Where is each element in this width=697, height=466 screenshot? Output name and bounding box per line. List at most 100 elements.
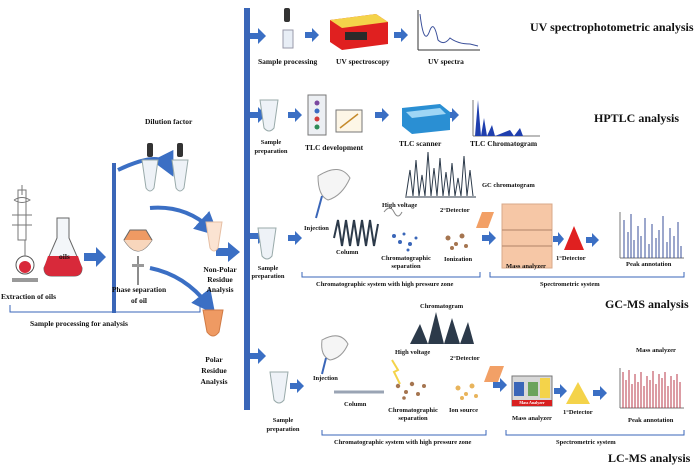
- lc-sample-tube: [269, 371, 289, 404]
- tlc-spots: [314, 100, 320, 130]
- nonpolar-label-1: Non-Polar: [203, 265, 237, 274]
- lc-peak-annotation-plot: [619, 368, 684, 409]
- polar-label-1: Polar: [205, 355, 223, 364]
- gc-high-voltage-wave: [383, 207, 403, 217]
- hptlc-sample-2: preparation: [254, 148, 288, 155]
- uv-spectrometer: [330, 14, 388, 50]
- uv-spectra-plot: [417, 10, 480, 51]
- gc-chromatogram-plot: [405, 151, 476, 198]
- polar-tube: [202, 309, 224, 337]
- gcms-title: GC-MS analysis: [605, 297, 689, 311]
- extraction-apparatus: [12, 185, 38, 282]
- curve-arrow-dilution: [117, 149, 174, 177]
- lc-ion-source-dots: [455, 383, 478, 400]
- sample-processing-label: Sample processing for analysis: [30, 319, 128, 328]
- gc-chrom-system-bracket: [301, 272, 481, 278]
- tlc-chromatogram-plot: [472, 100, 540, 137]
- hptlc-arrows: [288, 108, 459, 122]
- gc-mass-analyzer-label: Mass analyzer: [506, 263, 546, 270]
- tlc-scanner: [402, 104, 450, 134]
- gc-spectrometric-bracket: [489, 272, 685, 278]
- hptlc-sample-tube: [259, 99, 279, 132]
- gc-mass-analyzer: [501, 203, 553, 269]
- lc-mass-analyzer-top-label: Mass analyzer: [636, 347, 676, 354]
- gc-ionization-label: Ionization: [444, 256, 473, 263]
- gc-peak-annotation-plot: [619, 212, 684, 259]
- lc-sample-2: preparation: [266, 426, 300, 433]
- lc-detector1-label: 1°Detector: [563, 409, 593, 416]
- gc-spectrometric-label: Spectrometric system: [540, 281, 600, 288]
- gc-chromatogram-label: GC chromatogram: [482, 182, 535, 189]
- gc-chrom-sep-2: separation: [391, 263, 421, 270]
- nonpolar-tube: [205, 221, 223, 252]
- dilution-factor-label: Dilution factor: [145, 117, 193, 126]
- oils-label: oils: [59, 252, 70, 261]
- tlc-plate: [307, 94, 327, 136]
- lc-separation-dots: [395, 381, 426, 400]
- separatory-funnel: [123, 229, 153, 285]
- hptlc-sample-1: Sample: [260, 139, 282, 146]
- gc-syringe-hand: [315, 169, 351, 219]
- gc-sample-1: Sample: [257, 265, 279, 272]
- lcms-arrows: [290, 378, 607, 400]
- gc-detector1-label: 1°Detector: [556, 255, 586, 262]
- tlc-scanner-label: TLC scanner: [399, 139, 442, 148]
- lc-detector2-shape: [484, 366, 504, 382]
- pipettes: [147, 143, 183, 157]
- main-vertical-bar: [244, 8, 250, 410]
- hptlc-title: HPTLC analysis: [594, 111, 680, 125]
- gc-sample-2: preparation: [251, 273, 285, 280]
- lc-chromatogram-label: Chromatogram: [420, 303, 464, 310]
- uv-spectra-label: UV spectra: [428, 57, 464, 66]
- uv-spectroscopy-label: UV spectroscopy: [336, 57, 390, 66]
- lc-mass-box-label: Mass Analyzer: [519, 400, 545, 405]
- gc-detector2-shape: [476, 212, 494, 228]
- lc-chrom-system-label: Chromatographic system with high pressur…: [334, 439, 472, 446]
- secondary-vertical-bar: [112, 163, 116, 313]
- lc-ion-source-label: Ion source: [449, 407, 478, 414]
- gc-high-voltage-label: High voltage: [382, 202, 418, 209]
- lcms-title: LC-MS analysis: [608, 451, 691, 465]
- lc-peak-annotation-label: Peak annotation: [628, 417, 674, 424]
- lc-mass-analyzer-box: [511, 375, 553, 407]
- lc-mass-analyzer-label: Mass analyzer: [512, 415, 552, 422]
- lc-chrom-sep-1: Chromatographic: [388, 407, 438, 414]
- nonpolar-label-2: Residue: [207, 275, 233, 284]
- gcms-arrows: [288, 231, 599, 247]
- gc-column: [333, 219, 379, 247]
- lc-detector2-label: 2°Detector: [450, 355, 480, 362]
- curve-arrow-nonpolar: [149, 205, 219, 237]
- left-bracket: [9, 305, 201, 313]
- gc-chrom-system-label: Chromatographic system with high pressur…: [316, 281, 454, 288]
- lc-injection-label: Injection: [313, 375, 338, 382]
- lc-sample-1: Sample: [272, 417, 294, 424]
- extraction-label: Extraction of oils: [1, 292, 56, 301]
- gc-injection-label: Injection: [304, 225, 329, 232]
- lc-spectrometric-label: Spectrometric system: [556, 439, 616, 446]
- polar-label-3: Analysis: [200, 377, 228, 386]
- lc-chromatogram-plot: [410, 312, 474, 344]
- nonpolar-label-3: Analysis: [206, 285, 234, 294]
- polar-label-2: Residue: [201, 366, 227, 375]
- gc-detector2-label: 2°Detector: [440, 207, 470, 214]
- lc-detector1-triangle: [566, 382, 590, 404]
- tlc-chromatogram-label: TLC Chromatogram: [470, 139, 538, 148]
- gc-chrom-sep-1: Chromatographic: [381, 255, 431, 262]
- uv-sample-processing: Sample processing: [258, 57, 318, 66]
- dilution-tubes: [141, 159, 189, 192]
- uv-sample-tube: [282, 29, 294, 49]
- lc-high-voltage-label: High voltage: [395, 349, 431, 356]
- lc-chrom-sep-2: separation: [398, 415, 428, 422]
- uv-title: UV spectrophotometric analysis: [530, 20, 694, 34]
- lc-chrom-system-bracket: [321, 430, 487, 436]
- gc-sample-tube: [257, 227, 277, 260]
- gc-column-label: Column: [336, 249, 359, 256]
- gc-peak-annotation-label: Peak annotation: [626, 261, 672, 268]
- lc-spectrometric-bracket: [505, 430, 685, 436]
- lc-high-voltage-bolt: [391, 359, 401, 385]
- lc-syringe-hand: [321, 335, 349, 375]
- curve-arrow-polar: [149, 266, 216, 315]
- gc-detector1-triangle: [564, 226, 584, 250]
